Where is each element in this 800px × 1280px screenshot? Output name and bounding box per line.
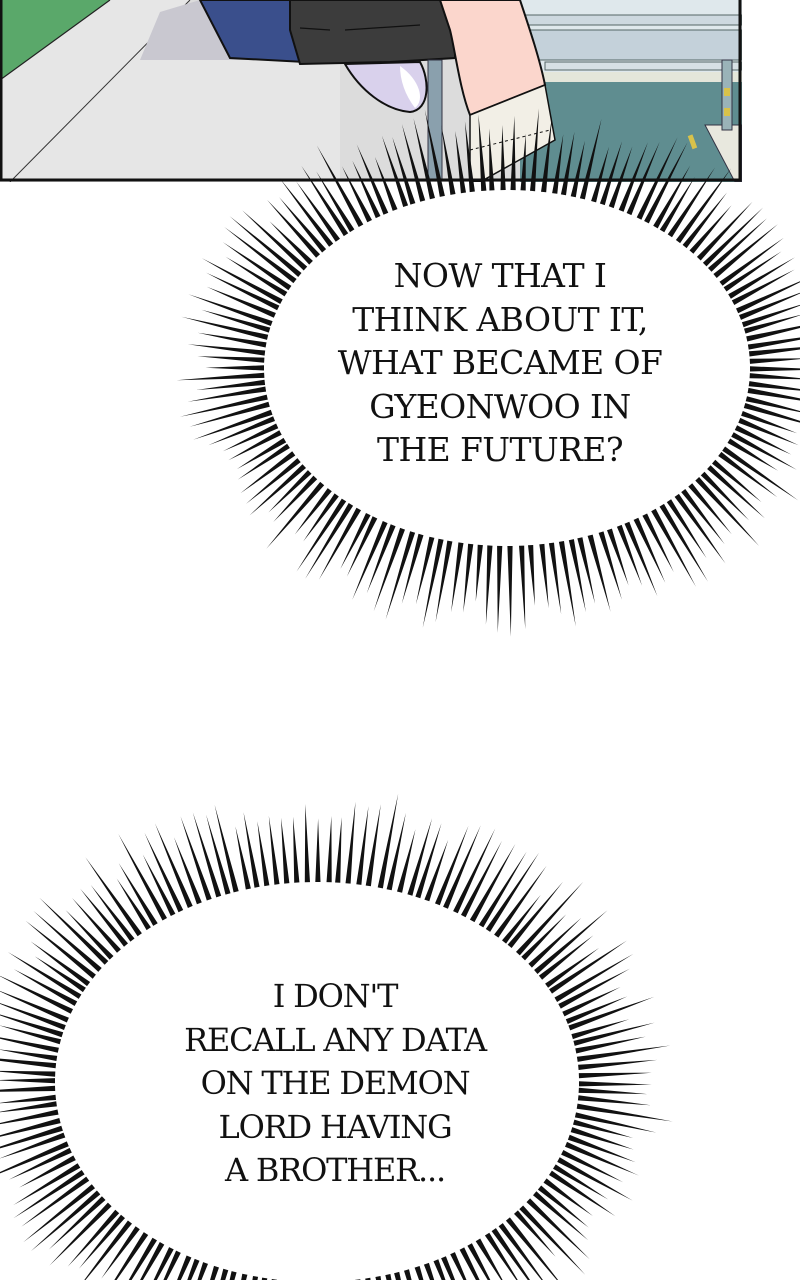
panel-illustration bbox=[0, 0, 742, 182]
cuff bbox=[289, 0, 456, 66]
speech-bubble-1-text: NOW THAT I THINK ABOUT IT, WHAT BECAME O… bbox=[300, 254, 700, 472]
bubble-line: ON THE DEMON bbox=[200, 1064, 471, 1102]
bubble-line: THE FUTURE? bbox=[377, 430, 624, 469]
bubble-line: RECALL ANY DATA bbox=[184, 1020, 487, 1059]
bubble-line: I DON'T bbox=[272, 977, 399, 1015]
bubble-line: LORD HAVING bbox=[218, 1107, 453, 1146]
comic-panel-top bbox=[0, 0, 742, 182]
bubble-line: NOW THAT I bbox=[393, 256, 607, 295]
bubble-line: WHAT BECAME OF bbox=[337, 343, 663, 382]
speech-bubble-2-text: I DON'T RECALL ANY DATA ON THE DEMON LOR… bbox=[135, 975, 535, 1193]
bubble-line: A BROTHER... bbox=[225, 1151, 446, 1189]
bubble-line: THINK ABOUT IT, bbox=[352, 299, 648, 339]
bubble-line: GYEONWOO IN bbox=[369, 386, 631, 426]
